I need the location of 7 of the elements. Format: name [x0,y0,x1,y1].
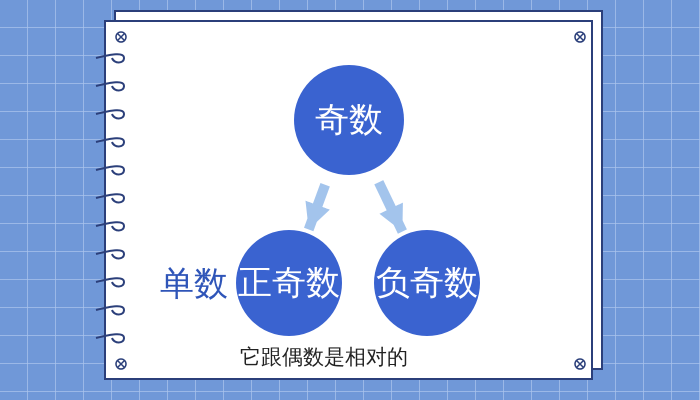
arrow [374,180,407,234]
node-label: 奇数 [315,99,383,142]
subtitle-text: 它跟偶数是相对的 [240,344,408,371]
node-label: 负奇数 [376,262,478,305]
arrow [304,183,330,232]
node-label: 正奇数 [238,262,340,305]
side-label: 单数 [160,263,228,306]
